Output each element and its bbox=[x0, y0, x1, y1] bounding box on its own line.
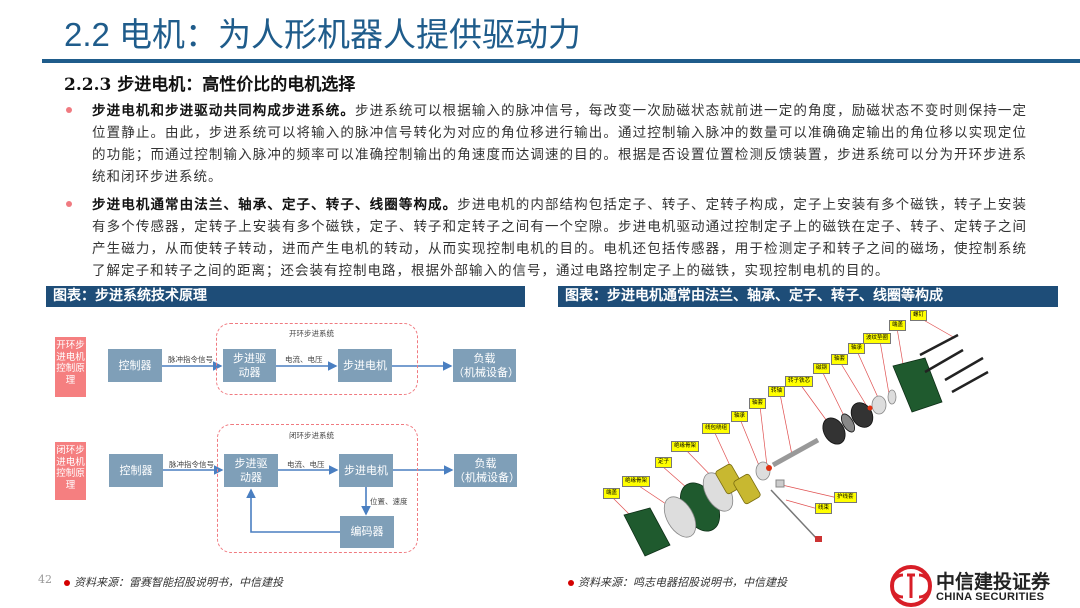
bullet-icon bbox=[66, 201, 72, 207]
motor-box: 步进电机 bbox=[338, 349, 392, 382]
page-title: 2.2 电机：为人形机器人提供驱动力 bbox=[64, 16, 582, 53]
load-sublabel: （机械设备） bbox=[454, 470, 520, 484]
bullet-icon bbox=[66, 107, 72, 113]
part-label: 绝缘骨架 bbox=[622, 476, 651, 487]
driver-box: 步进驱动器 bbox=[224, 454, 278, 487]
part-label: 线束 bbox=[815, 503, 833, 514]
controller-box: 控制器 bbox=[109, 454, 163, 487]
controller-box: 控制器 bbox=[108, 349, 162, 382]
part-label: 端盖 bbox=[889, 320, 907, 331]
title-divider bbox=[42, 59, 1080, 63]
part-label: 转轴 bbox=[768, 386, 786, 397]
load-box: 负载（机械设备） bbox=[453, 349, 519, 382]
current-voltage-label: 电流、电压 bbox=[285, 355, 323, 364]
paragraph-stepper-system: 步进电机和步进驱动共同构成步进系统。步进系统可以根据输入的脉冲信号，每改变一次励… bbox=[92, 100, 1027, 188]
closed-loop-group-label: 闭环步进系统 bbox=[289, 431, 334, 440]
open-loop-group-label: 开环步进系统 bbox=[289, 329, 334, 338]
part-label: 轴套 bbox=[749, 398, 767, 409]
part-label: 护线套 bbox=[834, 492, 857, 503]
paragraph-body: 步进系统可以根据输入的脉冲信号，每改变一次励磁状态就前进一定的角度，励磁状态不变… bbox=[92, 103, 1027, 185]
current-voltage-label: 电流、电压 bbox=[287, 460, 325, 469]
encoder-box: 编码器 bbox=[340, 516, 394, 548]
pulse-label: 脉冲指令信号 bbox=[169, 460, 214, 469]
part-label: 线包绕组 bbox=[702, 423, 731, 434]
paragraph-lead: 步进电机通常由法兰、轴承、定子、转子、线圈等构成。 bbox=[92, 197, 458, 213]
part-label: 磁钢 bbox=[813, 363, 831, 374]
load-sublabel: （机械设备） bbox=[453, 365, 519, 379]
motor-box: 步进电机 bbox=[339, 454, 393, 487]
page-number: 42 bbox=[38, 573, 52, 586]
section-subtitle: 2.2.3 步进电机：高性价比的电机选择 bbox=[64, 75, 356, 95]
open-loop-tag: 开环步进电机控制原理 bbox=[55, 337, 86, 397]
source-right: 资料来源：鸣志电器招股说明书，中信建投 bbox=[568, 574, 787, 590]
driver-box: 步进驱动器 bbox=[223, 349, 276, 382]
part-label: 轴套 bbox=[831, 354, 849, 365]
figure-caption-right: 图表：步进电机通常由法兰、轴承、定子、转子、线圈等构成 bbox=[558, 286, 1058, 307]
load-label: 负载 bbox=[473, 351, 496, 365]
logo-text-cn: 中信建投证券 bbox=[936, 571, 1051, 593]
part-label: 螺钉 bbox=[910, 310, 928, 321]
figure-caption-left: 图表：步进系统技术原理 bbox=[46, 286, 525, 307]
part-label: 波纹垫圈 bbox=[863, 333, 892, 344]
open-loop-group bbox=[216, 323, 418, 395]
position-speed-label: 位置、速度 bbox=[370, 497, 408, 506]
part-label: 定子 bbox=[655, 457, 673, 468]
part-label: 轴承 bbox=[731, 411, 749, 422]
pulse-label: 脉冲指令信号 bbox=[168, 355, 213, 364]
load-box: 负载（机械设备） bbox=[454, 454, 520, 487]
diagram-arrows bbox=[162, 361, 454, 533]
part-label: 绝缘骨架 bbox=[671, 441, 700, 452]
part-label: 端盖 bbox=[603, 488, 621, 499]
citic-logo-icon bbox=[890, 565, 932, 607]
part-label: 轴承 bbox=[848, 343, 866, 354]
part-label: 转子铁芯 bbox=[785, 376, 814, 387]
paragraph-lead: 步进电机和步进驱动共同构成步进系统。 bbox=[92, 103, 355, 119]
closed-loop-tag: 闭环步进电机控制原理 bbox=[55, 442, 86, 500]
paragraph-stepper-structure: 步进电机通常由法兰、轴承、定子、转子、线圈等构成。步进电机的内部结构包括定子、转… bbox=[92, 194, 1027, 282]
logo-text-en: CHINA SECURITIES bbox=[936, 591, 1045, 603]
motor-exploded-view bbox=[611, 317, 989, 557]
load-label: 负载 bbox=[474, 456, 497, 470]
paragraph-body: 步进电机的内部结构包括定子、转子、定转子构成，定子上安装有多个磁铁，转子上安装有… bbox=[92, 197, 1028, 279]
source-left: 资料来源：雷赛智能招股说明书，中信建投 bbox=[64, 574, 283, 590]
closed-loop-group bbox=[217, 424, 418, 553]
